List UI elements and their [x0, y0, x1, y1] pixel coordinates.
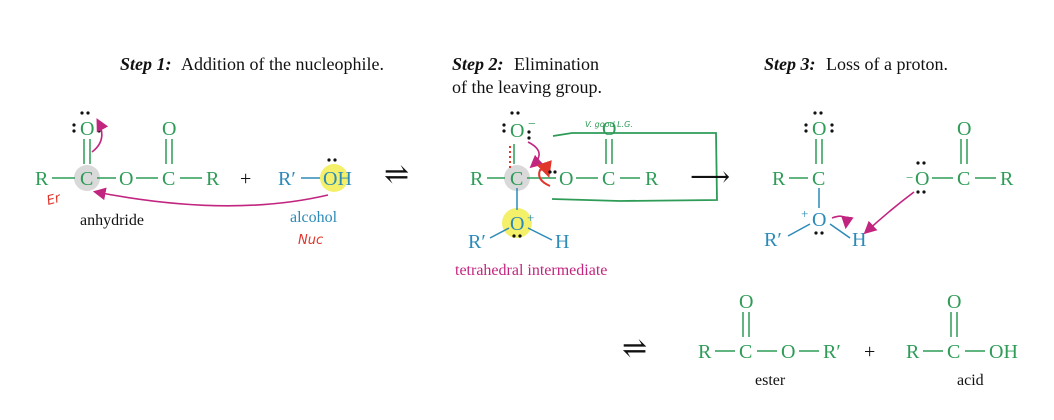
carboxylate-r: R — [1000, 168, 1014, 190]
intermediate-oxide-oxygen: O — [510, 120, 524, 142]
carboxylate-carbon: C — [957, 168, 970, 190]
forward-arrow: ⟶ — [690, 162, 730, 193]
step3-r: R — [772, 168, 786, 190]
equilibrium-arrow-1: ⇌ — [384, 158, 409, 191]
oxide-charge: − — [528, 117, 536, 132]
ester-r: R — [698, 341, 712, 363]
step2-text-line1: Elimination — [514, 54, 599, 74]
ester-carbonyl-oxygen: O — [739, 291, 753, 313]
intermediate-r: R — [470, 168, 484, 190]
carboxylate-carbonyl-oxygen: O — [957, 118, 971, 140]
ester-label: ester — [755, 372, 786, 389]
nucleophilic-attack-arrow — [92, 187, 329, 207]
equilibrium-arrow-2: ⇌ — [622, 332, 647, 365]
good-leaving-group-annotation: V. good L.G. — [585, 120, 633, 129]
step3-carbonyl-oxygen: O — [812, 118, 826, 140]
anhydride-carbonyl-oxygen-2: O — [162, 118, 176, 140]
acid-r: R — [906, 341, 920, 363]
anhydride-label: anhydride — [80, 212, 144, 229]
leaving-group-arrow — [536, 160, 552, 187]
step2-intermediate: R C O − O C O R O + — [455, 111, 718, 279]
step3-species: R C O O + R′ H − O C O — [764, 111, 1014, 251]
step3-bond-arrow — [831, 215, 854, 230]
acid-carbonyl-oxygen: O — [947, 291, 961, 313]
tetrahedral-intermediate-label: tetrahedral intermediate — [455, 262, 607, 279]
step3-carbon: C — [812, 168, 825, 190]
anhydride-carbonyl-oxygen-1: O — [80, 118, 94, 140]
step2-text-line2: of the leaving group. — [452, 77, 602, 97]
leaving-group-box — [551, 132, 718, 202]
anhydride-r-right: R — [206, 168, 220, 190]
ester-oxygen: O — [781, 341, 795, 363]
anhydride-r-left: R — [35, 168, 49, 190]
acid-carbon: C — [947, 341, 960, 363]
anhydride-carbonyl-carbon-2: C — [162, 168, 175, 190]
leaving-group-carbonyl-oxygen: O — [602, 118, 616, 140]
ester-r-prime: R′ — [823, 341, 841, 363]
leaving-group-r: R — [645, 168, 659, 190]
pi-bond-reform-arrow — [527, 141, 544, 169]
nucleophile-highlight — [320, 164, 348, 192]
ester-carbon: C — [739, 341, 752, 363]
step1-label: Step 1: — [120, 54, 172, 74]
alcohol-label: alcohol — [290, 209, 338, 226]
step1-reactants: R C O C R O O + R′ OH — [35, 111, 352, 248]
oxonium-hydrogen: H — [555, 231, 569, 253]
step3-r-prime: R′ — [764, 229, 782, 251]
anhydride-carbonyl-carbon-1: C — [80, 168, 93, 190]
leaving-group-oxygen: O — [559, 168, 573, 190]
products: ⇌ R C O O R′ ester + R C O OH acid — [622, 291, 1018, 389]
step3-label: Step 3: — [764, 54, 816, 74]
leaving-group-carbon: C — [602, 168, 615, 190]
acid-oh: OH — [989, 341, 1018, 363]
acid-label: acid — [957, 372, 984, 389]
carboxylate-charge: − — [906, 170, 913, 185]
alcohol-r-prime: R′ — [278, 168, 296, 190]
electrophile-annotation: Er — [45, 190, 64, 208]
step3-heading: Step 3: Loss of a proton. — [764, 54, 948, 74]
step2-label: Step 2: — [452, 54, 504, 74]
plus-sign-products: + — [864, 341, 875, 363]
electrophile-highlight — [74, 165, 100, 191]
oxonium-highlight — [502, 208, 532, 238]
carboxylate-oxygen: O — [915, 168, 929, 190]
alcohol-oh: OH — [323, 168, 352, 190]
step3-text: Loss of a proton. — [826, 54, 948, 74]
step1-heading: Step 1: Addition of the nucleophile. — [120, 54, 384, 74]
anhydride-bridge-oxygen: O — [119, 168, 133, 190]
plus-sign-step1: + — [240, 168, 251, 190]
deprotonation-arrow — [863, 191, 915, 235]
pi-bond-arrow-step1 — [91, 118, 109, 153]
step3-oxonium-charge: + — [801, 206, 808, 221]
oxonium-charge: + — [527, 210, 534, 225]
step3-oxonium-oxygen: O — [812, 209, 826, 231]
oxonium-r-prime: R′ — [468, 231, 486, 253]
nucleophile-annotation: Nuc — [298, 233, 323, 248]
intermediate-carbon: C — [510, 168, 523, 190]
step2-heading: Step 2: Elimination — [452, 54, 599, 74]
intermediate-carbon-highlight — [504, 165, 530, 191]
step3-hydrogen: H — [852, 229, 866, 251]
oxonium-oxygen: O — [510, 213, 524, 235]
step1-text: Addition of the nucleophile. — [181, 54, 384, 74]
